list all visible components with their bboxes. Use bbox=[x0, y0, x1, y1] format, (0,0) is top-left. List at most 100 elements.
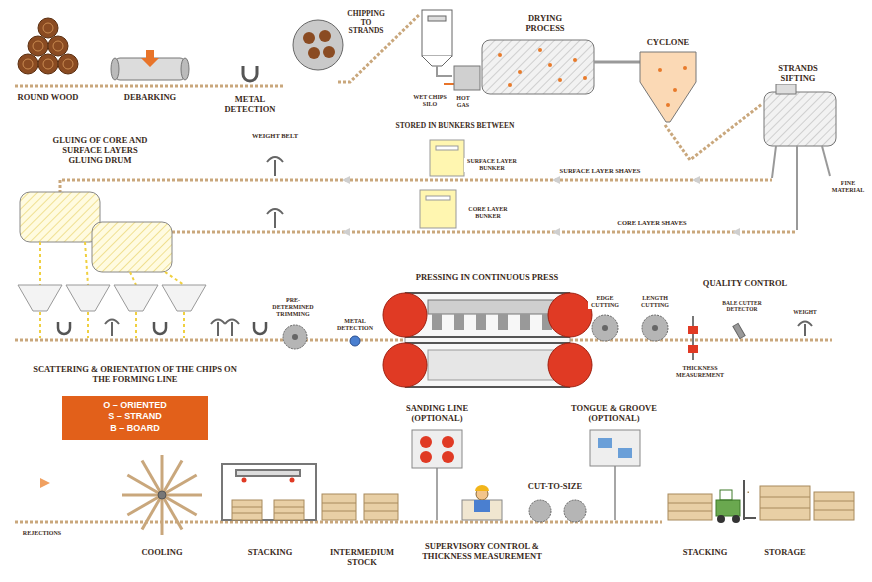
log-pile bbox=[58, 54, 78, 74]
board-stack bbox=[274, 500, 304, 520]
operator-booth bbox=[475, 485, 489, 491]
forming-hopper bbox=[66, 285, 110, 311]
log-pile bbox=[38, 18, 58, 38]
dryer-drum bbox=[573, 58, 577, 62]
sanding-unit bbox=[412, 430, 462, 520]
conveyor-line bbox=[15, 521, 662, 524]
saw-blade bbox=[642, 315, 668, 341]
cyclone-separator bbox=[683, 66, 687, 70]
continuous-press bbox=[383, 343, 427, 387]
step-label: DEBARKING bbox=[123, 93, 177, 103]
board-layer bbox=[322, 511, 356, 512]
log-ring bbox=[43, 59, 53, 69]
operator-booth bbox=[462, 485, 502, 520]
log-pile bbox=[18, 54, 38, 74]
step-label: SURFACE LAYER SHAVES bbox=[559, 167, 642, 174]
legend-text: O – ORIENTED bbox=[68, 400, 202, 411]
dryer-drum bbox=[482, 40, 594, 94]
board-layer bbox=[668, 511, 712, 512]
debarker-drum bbox=[111, 58, 119, 80]
forklift bbox=[743, 480, 745, 520]
board-layer bbox=[232, 507, 262, 508]
step-label: WEIGHT bbox=[792, 309, 818, 315]
step-label: REJECTIONS bbox=[22, 530, 62, 537]
duct-line bbox=[594, 61, 640, 64]
cooling-wheel bbox=[127, 475, 196, 515]
board-layer bbox=[814, 501, 854, 502]
board-layer bbox=[760, 508, 810, 509]
cyclone-separator bbox=[640, 52, 696, 122]
flow-arrow bbox=[40, 478, 50, 488]
conveyor-line bbox=[665, 104, 762, 160]
dryer-drum bbox=[538, 48, 542, 52]
outlet-chute bbox=[772, 146, 830, 230]
metal-detector bbox=[350, 336, 360, 346]
continuous-press bbox=[428, 300, 558, 314]
board-layer bbox=[322, 503, 356, 504]
dryer-drum bbox=[498, 53, 502, 57]
chipper-drum bbox=[319, 30, 331, 42]
step-label: EDGE CUTTING bbox=[588, 295, 622, 309]
step-label: HOT GAS bbox=[451, 95, 475, 109]
log-ring bbox=[53, 41, 63, 51]
step-label: WET CHIPS SILO bbox=[409, 94, 451, 108]
chute-line bbox=[437, 66, 454, 84]
profiling-unit bbox=[598, 438, 612, 448]
step-label: METAL DETECTION bbox=[222, 95, 279, 115]
weight-symbol bbox=[798, 322, 812, 327]
step-label: WEIGHT BELT bbox=[251, 132, 299, 139]
board-layer bbox=[274, 513, 304, 514]
outlet-chute bbox=[796, 146, 798, 230]
forklift bbox=[720, 490, 732, 500]
board-stack bbox=[748, 492, 750, 494]
weight-symbol bbox=[274, 160, 276, 176]
board-stack bbox=[364, 494, 398, 520]
magnet-symbol bbox=[243, 66, 257, 81]
weight-symbol bbox=[267, 157, 283, 228]
thickness-sensor bbox=[688, 326, 698, 334]
weight-symbol bbox=[217, 322, 219, 336]
sanding-unit bbox=[420, 451, 432, 463]
bale-detector bbox=[733, 323, 745, 338]
chipper-drum bbox=[293, 20, 343, 70]
continuous-press bbox=[405, 293, 570, 387]
log-pile bbox=[48, 36, 68, 56]
log-pile bbox=[38, 54, 58, 74]
saw-blade bbox=[592, 315, 618, 341]
wet-chips-silo bbox=[422, 56, 452, 66]
dryer-drum bbox=[518, 70, 522, 74]
weight-symbol bbox=[274, 212, 276, 228]
strand-sifter bbox=[764, 84, 836, 146]
board-layer bbox=[364, 511, 398, 512]
stacking-frame bbox=[242, 478, 247, 483]
dryer-infeed bbox=[454, 66, 480, 90]
saw-blade bbox=[652, 325, 658, 331]
debarker-drum bbox=[111, 50, 189, 80]
continuous-press bbox=[454, 314, 464, 330]
debarker-drum bbox=[181, 58, 189, 80]
weight-symbol bbox=[225, 320, 239, 325]
step-label: SCATTERING & ORIENTATION OF THE CHIPS ON… bbox=[29, 365, 241, 385]
storage-bunker bbox=[436, 146, 458, 150]
weight-symbol bbox=[111, 322, 113, 336]
step-label: CORE LAYER BUNKER bbox=[460, 206, 517, 220]
dryer-infeed bbox=[454, 66, 480, 90]
dryer-drum bbox=[558, 78, 562, 82]
board-layer bbox=[232, 513, 262, 514]
step-label: STORAGE bbox=[763, 548, 806, 558]
cyclone-separator bbox=[640, 52, 696, 122]
chipper-drum bbox=[323, 46, 335, 58]
flow-arrow bbox=[40, 176, 740, 488]
step-label: QUALITY CONTROL bbox=[702, 279, 788, 289]
saw-blade bbox=[592, 315, 668, 341]
continuous-press bbox=[405, 342, 570, 344]
board-stack bbox=[232, 500, 262, 520]
continuous-press bbox=[476, 314, 486, 330]
step-label: GLUING OF CORE AND SURFACE LAYERS GLUING… bbox=[44, 136, 156, 165]
profiling-unit bbox=[590, 430, 640, 520]
gluing-drum bbox=[20, 192, 172, 272]
dryer-drum bbox=[508, 83, 512, 87]
forklift bbox=[732, 515, 740, 523]
forming-hopper bbox=[162, 285, 206, 311]
board-stack bbox=[322, 494, 356, 520]
